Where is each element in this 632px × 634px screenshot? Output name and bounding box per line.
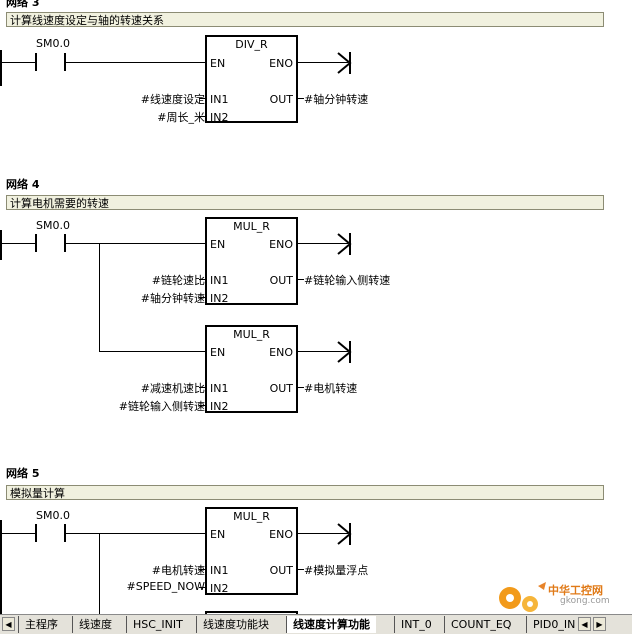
en-pin: EN <box>210 528 226 541</box>
ladder-editor-canvas[interactable]: 网络 3 计算线速度设定与轴的转速关系 SM0.0 DIV_R EN ENO I… <box>0 0 632 614</box>
out-pin: OUT <box>269 93 293 106</box>
eno-pin: ENO <box>269 528 293 541</box>
in2-pin: IN2 <box>210 292 229 305</box>
div-r-block[interactable]: DIV_R EN ENO IN1 OUT IN2 <box>205 35 298 124</box>
tab-line-speed-fb[interactable]: 线速度功能块 <box>196 616 275 633</box>
out-pin: OUT <box>269 382 293 395</box>
network-3-comment[interactable]: 计算线速度设定与轴的转速关系 <box>6 12 604 27</box>
contact-left-bar <box>35 53 37 71</box>
block-name: MUL_R <box>233 328 270 341</box>
contact-right-bar <box>64 53 66 71</box>
in2-param[interactable]: #SPEED_NOW <box>126 580 205 593</box>
branch-line <box>99 243 100 352</box>
in2-param[interactable]: #链轮输入侧转速 <box>118 400 205 413</box>
block-name: DIV_R <box>235 38 268 51</box>
mul-r-block-1[interactable]: MUL_R EN ENO IN1 OUT IN2 <box>205 217 298 305</box>
in1-pin: IN1 <box>210 274 229 287</box>
output-arrow-icon <box>337 341 352 363</box>
tab-scroll-left-icon[interactable]: ◀ <box>2 617 15 631</box>
contact-sm00-label[interactable]: SM0.0 <box>36 509 70 522</box>
branch-line <box>99 533 100 614</box>
mul-r-block-2[interactable]: MUL_R EN ENO IN1 OUT IN2 <box>205 325 298 413</box>
in2-pin: IN2 <box>210 582 229 595</box>
output-arrow-icon <box>337 523 352 545</box>
contact-left-bar <box>35 234 37 252</box>
in1-param[interactable]: #链轮速比 <box>151 274 205 287</box>
contact-sm00-label[interactable]: SM0.0 <box>36 37 70 50</box>
in2-param[interactable]: #轴分钟转速 <box>140 292 205 305</box>
gkong-logo <box>499 582 546 612</box>
power-rail <box>0 520 2 614</box>
eno-pin: ENO <box>269 238 293 251</box>
out-pin: OUT <box>269 564 293 577</box>
contact-sm00-label[interactable]: SM0.0 <box>36 219 70 232</box>
in2-param[interactable]: #周长_米 <box>157 111 205 124</box>
contact-left-bar <box>35 524 37 542</box>
in1-param[interactable]: #电机转速 <box>151 564 205 577</box>
next-block-top <box>205 611 298 614</box>
in1-param[interactable]: #线速度设定 <box>140 93 205 106</box>
in1-pin: IN1 <box>210 93 229 106</box>
contact-right-bar <box>64 524 66 542</box>
eno-pin: ENO <box>269 57 293 70</box>
tab-hsc-init[interactable]: HSC_INIT <box>126 616 189 633</box>
mul-r-block-3[interactable]: MUL_R EN ENO IN1 OUT IN2 <box>205 507 298 595</box>
en-pin: EN <box>210 238 226 251</box>
in2-pin: IN2 <box>210 111 229 124</box>
block-name: MUL_R <box>233 220 270 233</box>
out-param[interactable]: #链轮输入侧转速 <box>304 274 391 287</box>
network-5-comment[interactable]: 模拟量计算 <box>6 485 604 500</box>
in1-pin: IN1 <box>210 564 229 577</box>
power-rail <box>0 230 2 260</box>
network-4-title: 网络 4 <box>6 178 40 191</box>
tab-line-speed[interactable]: 线速度 <box>72 616 118 633</box>
eno-pin: ENO <box>269 346 293 359</box>
network-4-comment[interactable]: 计算电机需要的转速 <box>6 195 604 210</box>
contact-right-bar <box>64 234 66 252</box>
pou-tab-bar: ◀ 主程序 线速度 HSC_INIT 线速度功能块 线速度计算功能 INT_0 … <box>0 614 632 634</box>
network-3-title: 网络 3 <box>6 0 40 9</box>
en-pin: EN <box>210 346 226 359</box>
tab-scroll-left-icon[interactable]: ◀ <box>578 617 591 631</box>
out-pin: OUT <box>269 274 293 287</box>
output-arrow-icon <box>337 233 352 255</box>
tab-int-0[interactable]: INT_0 <box>394 616 438 633</box>
network-5-title: 网络 5 <box>6 467 40 480</box>
tab-pid0-in[interactable]: PID0_IN <box>526 616 581 633</box>
power-rail <box>0 50 2 86</box>
in1-param[interactable]: #减速机速比 <box>140 382 205 395</box>
tab-line-speed-calc[interactable]: 线速度计算功能 <box>286 616 376 633</box>
watermark-text: 中华工控网 <box>548 584 603 597</box>
out-param[interactable]: #轴分钟转速 <box>304 93 369 106</box>
output-arrow-icon <box>337 52 352 74</box>
tab-count-eq[interactable]: COUNT_EQ <box>444 616 517 633</box>
watermark-url: gkong.com <box>560 596 610 606</box>
block-name: MUL_R <box>233 510 270 523</box>
out-param[interactable]: #电机转速 <box>304 382 358 395</box>
tab-scroll-right-icon[interactable]: ▶ <box>593 617 606 631</box>
en-pin: EN <box>210 57 226 70</box>
out-param[interactable]: #模拟量浮点 <box>304 564 369 577</box>
in2-pin: IN2 <box>210 400 229 413</box>
tab-main-program[interactable]: 主程序 <box>18 616 64 633</box>
in1-pin: IN1 <box>210 382 229 395</box>
